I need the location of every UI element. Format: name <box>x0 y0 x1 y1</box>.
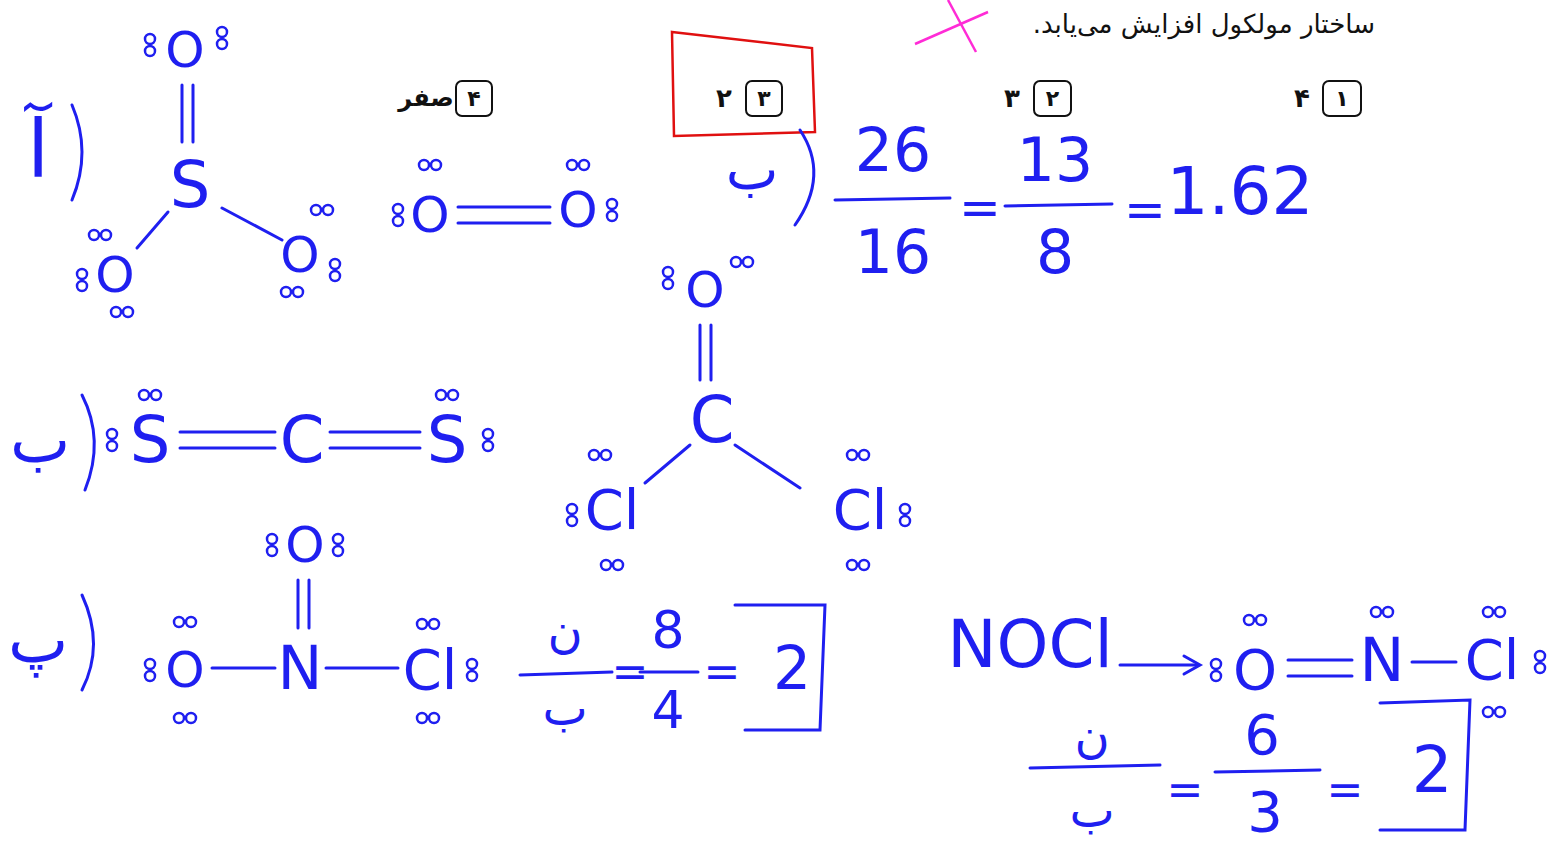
fraction-number: 8 <box>1036 222 1074 282</box>
atom-symbol: S <box>130 408 171 472</box>
fraction-letter: ب <box>542 684 587 732</box>
atom-symbol: O <box>165 25 204 75</box>
option-number-box: ۱ <box>1322 80 1362 117</box>
atom-symbol: S <box>170 153 211 217</box>
atom-symbol: N <box>278 638 323 698</box>
atom-symbol: N <box>1360 630 1405 690</box>
option-number-box: ۴ <box>455 80 493 117</box>
option-number: ۴ <box>467 88 480 110</box>
atom-symbol: O <box>1233 642 1277 698</box>
question-text: ساختار مولکول افزایش می‌یابد. <box>1033 11 1375 37</box>
equals-sign: = <box>959 183 1001 233</box>
atom-symbol: Cl <box>833 482 888 538</box>
option-number: ۱ <box>1335 88 1348 110</box>
atom-symbol: Cl <box>1465 632 1520 688</box>
option-value: ۳ <box>1004 85 1020 111</box>
atom-symbol: O <box>280 230 319 280</box>
equals-sign: = <box>1327 768 1364 812</box>
part-letter: ب <box>726 142 779 198</box>
fraction-number: 16 <box>855 222 931 282</box>
cross-mark <box>915 0 988 52</box>
atom-symbol: S <box>427 408 468 472</box>
option-number-box: ۳ <box>745 80 783 117</box>
part-letter: پ <box>8 608 68 672</box>
bonds-and-strokes <box>72 85 1470 830</box>
option-number-box: ۲ <box>1033 80 1072 117</box>
lone-pairs <box>77 27 1545 723</box>
part-letter: ب <box>10 408 70 472</box>
fraction-letter: ب <box>1069 786 1114 834</box>
fraction-letter: ن <box>547 606 582 654</box>
fraction-number: 4 <box>651 684 684 736</box>
atom-symbol: C <box>690 388 735 452</box>
fraction-number: 26 <box>855 120 931 180</box>
option-number: ۳ <box>757 88 770 110</box>
equals-sign: = <box>1124 185 1166 235</box>
fraction-number: 8 <box>651 604 684 656</box>
result-number: 2 <box>1412 738 1453 802</box>
atom-symbol: O <box>95 250 134 300</box>
fraction-number: 3 <box>1247 784 1283 840</box>
fraction-number: 6 <box>1244 707 1280 763</box>
part-letter: آ <box>27 110 49 190</box>
result-number: 2 <box>773 638 811 698</box>
fraction-number: 13 <box>1017 130 1093 190</box>
option-value: ۲ <box>716 85 732 111</box>
atom-symbol: O <box>410 190 449 240</box>
answer-box <box>672 32 815 136</box>
atom-symbol: O <box>285 520 324 570</box>
atom-symbol: O <box>558 185 597 235</box>
equals-sign: = <box>612 650 649 694</box>
formula: NOCl <box>947 612 1113 678</box>
equals-sign: = <box>704 650 741 694</box>
option-value: ۴ <box>1294 85 1310 111</box>
result-number: 1.62 <box>1167 159 1314 225</box>
fraction-letter: ن <box>1074 711 1109 759</box>
equals-sign: = <box>1167 768 1204 812</box>
atom-symbol: O <box>165 645 204 695</box>
option-value: صفر <box>398 86 453 110</box>
option-number: ۲ <box>1046 88 1059 110</box>
atom-symbol: O <box>685 265 724 315</box>
atom-symbol: Cl <box>585 482 640 538</box>
atom-symbol: Cl <box>403 642 458 698</box>
atom-symbol: C <box>280 408 325 472</box>
